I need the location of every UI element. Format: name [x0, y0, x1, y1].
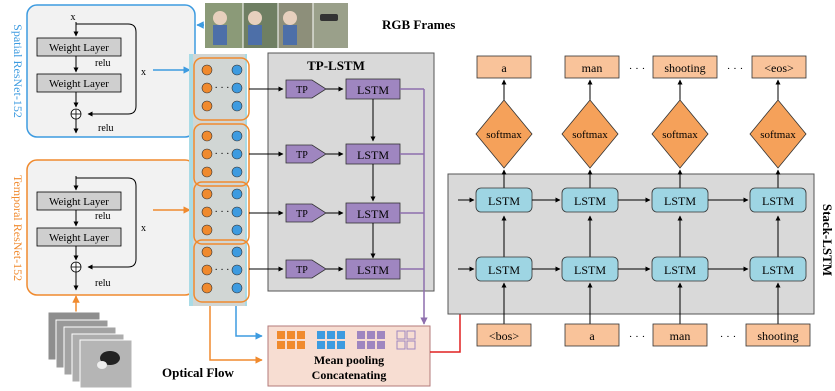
- svg-text:relu: relu: [95, 211, 111, 222]
- spatial-resnet-title: Spatial ResNet-152: [11, 24, 25, 118]
- tp-unit-1: [285, 79, 327, 99]
- svg-text:a: a: [501, 61, 507, 75]
- svg-text:softmax: softmax: [486, 129, 522, 141]
- softmax-3: softmax: [651, 79, 709, 169]
- svg-text:LSTM: LSTM: [488, 194, 520, 208]
- svg-text:TP: TP: [296, 209, 308, 220]
- feature-column: · · · · · · · · ·: [189, 54, 250, 306]
- svg-text:softmax: softmax: [572, 129, 608, 141]
- optical-flow-image: [47, 311, 133, 389]
- tp-lstm-output-lines: [400, 88, 428, 325]
- svg-text:<eos>: <eos>: [764, 61, 794, 75]
- rgb-frames-label: RGB Frames: [382, 17, 455, 32]
- svg-text:LSTM: LSTM: [664, 194, 696, 208]
- softmax-1: softmax: [475, 79, 533, 169]
- svg-text:softmax: softmax: [662, 129, 698, 141]
- output-ellipsis-2: · · ·: [727, 63, 744, 75]
- concatenating-label: Concatenating: [312, 368, 387, 382]
- svg-text:x: x: [141, 223, 146, 234]
- input-word-2: a: [564, 282, 620, 347]
- optical-flow-label: Optical Flow: [162, 365, 234, 380]
- svg-text:relu: relu: [95, 58, 111, 69]
- svg-text:man: man: [670, 329, 691, 343]
- svg-text:Weight Layer: Weight Layer: [49, 42, 109, 54]
- svg-text:a: a: [589, 329, 595, 343]
- svg-text:· · ·: · · ·: [215, 265, 230, 276]
- svg-text:x: x: [71, 12, 76, 23]
- svg-text:man: man: [582, 61, 603, 75]
- temporal-resnet-title: Temporal ResNet-152: [11, 175, 25, 281]
- softmax-2: softmax: [561, 79, 619, 169]
- svg-text:x: x: [141, 67, 146, 78]
- feature-group-4: · · ·: [193, 239, 250, 303]
- mean-pooling-box: Mean pooling Concatenating: [267, 325, 431, 387]
- svg-text:LSTM: LSTM: [357, 83, 389, 97]
- softmax-4: softmax: [749, 79, 807, 169]
- tp-unit-4: [285, 259, 327, 279]
- svg-text:LSTM: LSTM: [574, 263, 606, 277]
- temporal-weight-layer-2: [36, 227, 122, 247]
- temporal-weight-layer-1: [36, 191, 122, 211]
- svg-text:TP: TP: [296, 265, 308, 276]
- output-word-3: shooting: [652, 55, 718, 79]
- spatial-weight-layer-2: [36, 73, 122, 93]
- svg-text:<bos>: <bos>: [489, 329, 519, 343]
- svg-text:LSTM: LSTM: [574, 194, 606, 208]
- svg-text:· · ·: · · ·: [215, 207, 230, 218]
- stack-lstm-title: Stack-LSTM: [820, 204, 835, 276]
- output-word-1: a: [476, 55, 532, 79]
- stack-lstm-bottom-row: LSTM LSTM LSTM LSTM: [458, 215, 807, 282]
- svg-text:· · ·: · · ·: [215, 83, 230, 94]
- svg-text:LSTM: LSTM: [762, 263, 794, 277]
- svg-text:LSTM: LSTM: [664, 263, 696, 277]
- tp-lstm-row-4: TP LSTM: [249, 258, 401, 280]
- svg-text:TP: TP: [296, 85, 308, 96]
- input-word-3: man: [652, 282, 708, 347]
- feature-group-2: · · ·: [193, 123, 250, 187]
- tp-unit-2: [285, 144, 327, 164]
- input-word-1: <bos>: [476, 282, 532, 347]
- temporal-add-icon: [70, 261, 82, 273]
- tp-unit-3: [285, 203, 327, 223]
- svg-text:LSTM: LSTM: [357, 207, 389, 221]
- temporal-resnet: Temporal ResNet-152 Weight Layer relu We…: [11, 159, 196, 296]
- output-word-4: <eos>: [751, 55, 807, 79]
- mean-pooling-label: Mean pooling: [314, 353, 384, 367]
- svg-text:relu: relu: [98, 123, 114, 134]
- spatial-add-icon: [70, 108, 82, 120]
- stack-lstm-bottom-4: [749, 256, 807, 282]
- tp-lstm-row-1: TP LSTM: [249, 78, 401, 100]
- svg-text:shooting: shooting: [664, 61, 705, 75]
- spatial-resnet: Spatial ResNet-152 x Weight Layer relu W…: [11, 4, 196, 138]
- svg-text:LSTM: LSTM: [488, 263, 520, 277]
- feature-group-3: · · ·: [193, 181, 250, 245]
- svg-text:LSTM: LSTM: [357, 148, 389, 162]
- rgb-frames-image: [205, 3, 348, 48]
- input-word-4: shooting: [745, 282, 811, 347]
- output-word-2: man: [564, 55, 620, 79]
- svg-text:Weight Layer: Weight Layer: [49, 196, 109, 208]
- input-ellipsis-2: · · ·: [720, 331, 737, 343]
- svg-text:relu: relu: [95, 278, 111, 289]
- svg-text:· · ·: · · ·: [215, 149, 230, 160]
- output-ellipsis-1: · · ·: [629, 63, 646, 75]
- input-ellipsis-1: · · ·: [629, 331, 646, 343]
- svg-text:LSTM: LSTM: [762, 194, 794, 208]
- tp-lstm-title: TP-LSTM: [307, 58, 365, 73]
- svg-text:Weight Layer: Weight Layer: [49, 232, 109, 244]
- svg-text:softmax: softmax: [760, 129, 796, 141]
- svg-text:Weight Layer: Weight Layer: [49, 78, 109, 90]
- spatial-weight-layer-1: [36, 37, 122, 57]
- svg-text:LSTM: LSTM: [357, 263, 389, 277]
- svg-text:shooting: shooting: [757, 329, 798, 343]
- tp-lstm-row-3: TP LSTM: [249, 202, 401, 224]
- tp-lstm-row-2: TP LSTM: [249, 143, 401, 165]
- svg-text:TP: TP: [296, 150, 308, 161]
- stack-lstm-top-row: LSTM LSTM LSTM LSTM: [458, 169, 807, 213]
- stack-lstm-top-4: [749, 187, 807, 213]
